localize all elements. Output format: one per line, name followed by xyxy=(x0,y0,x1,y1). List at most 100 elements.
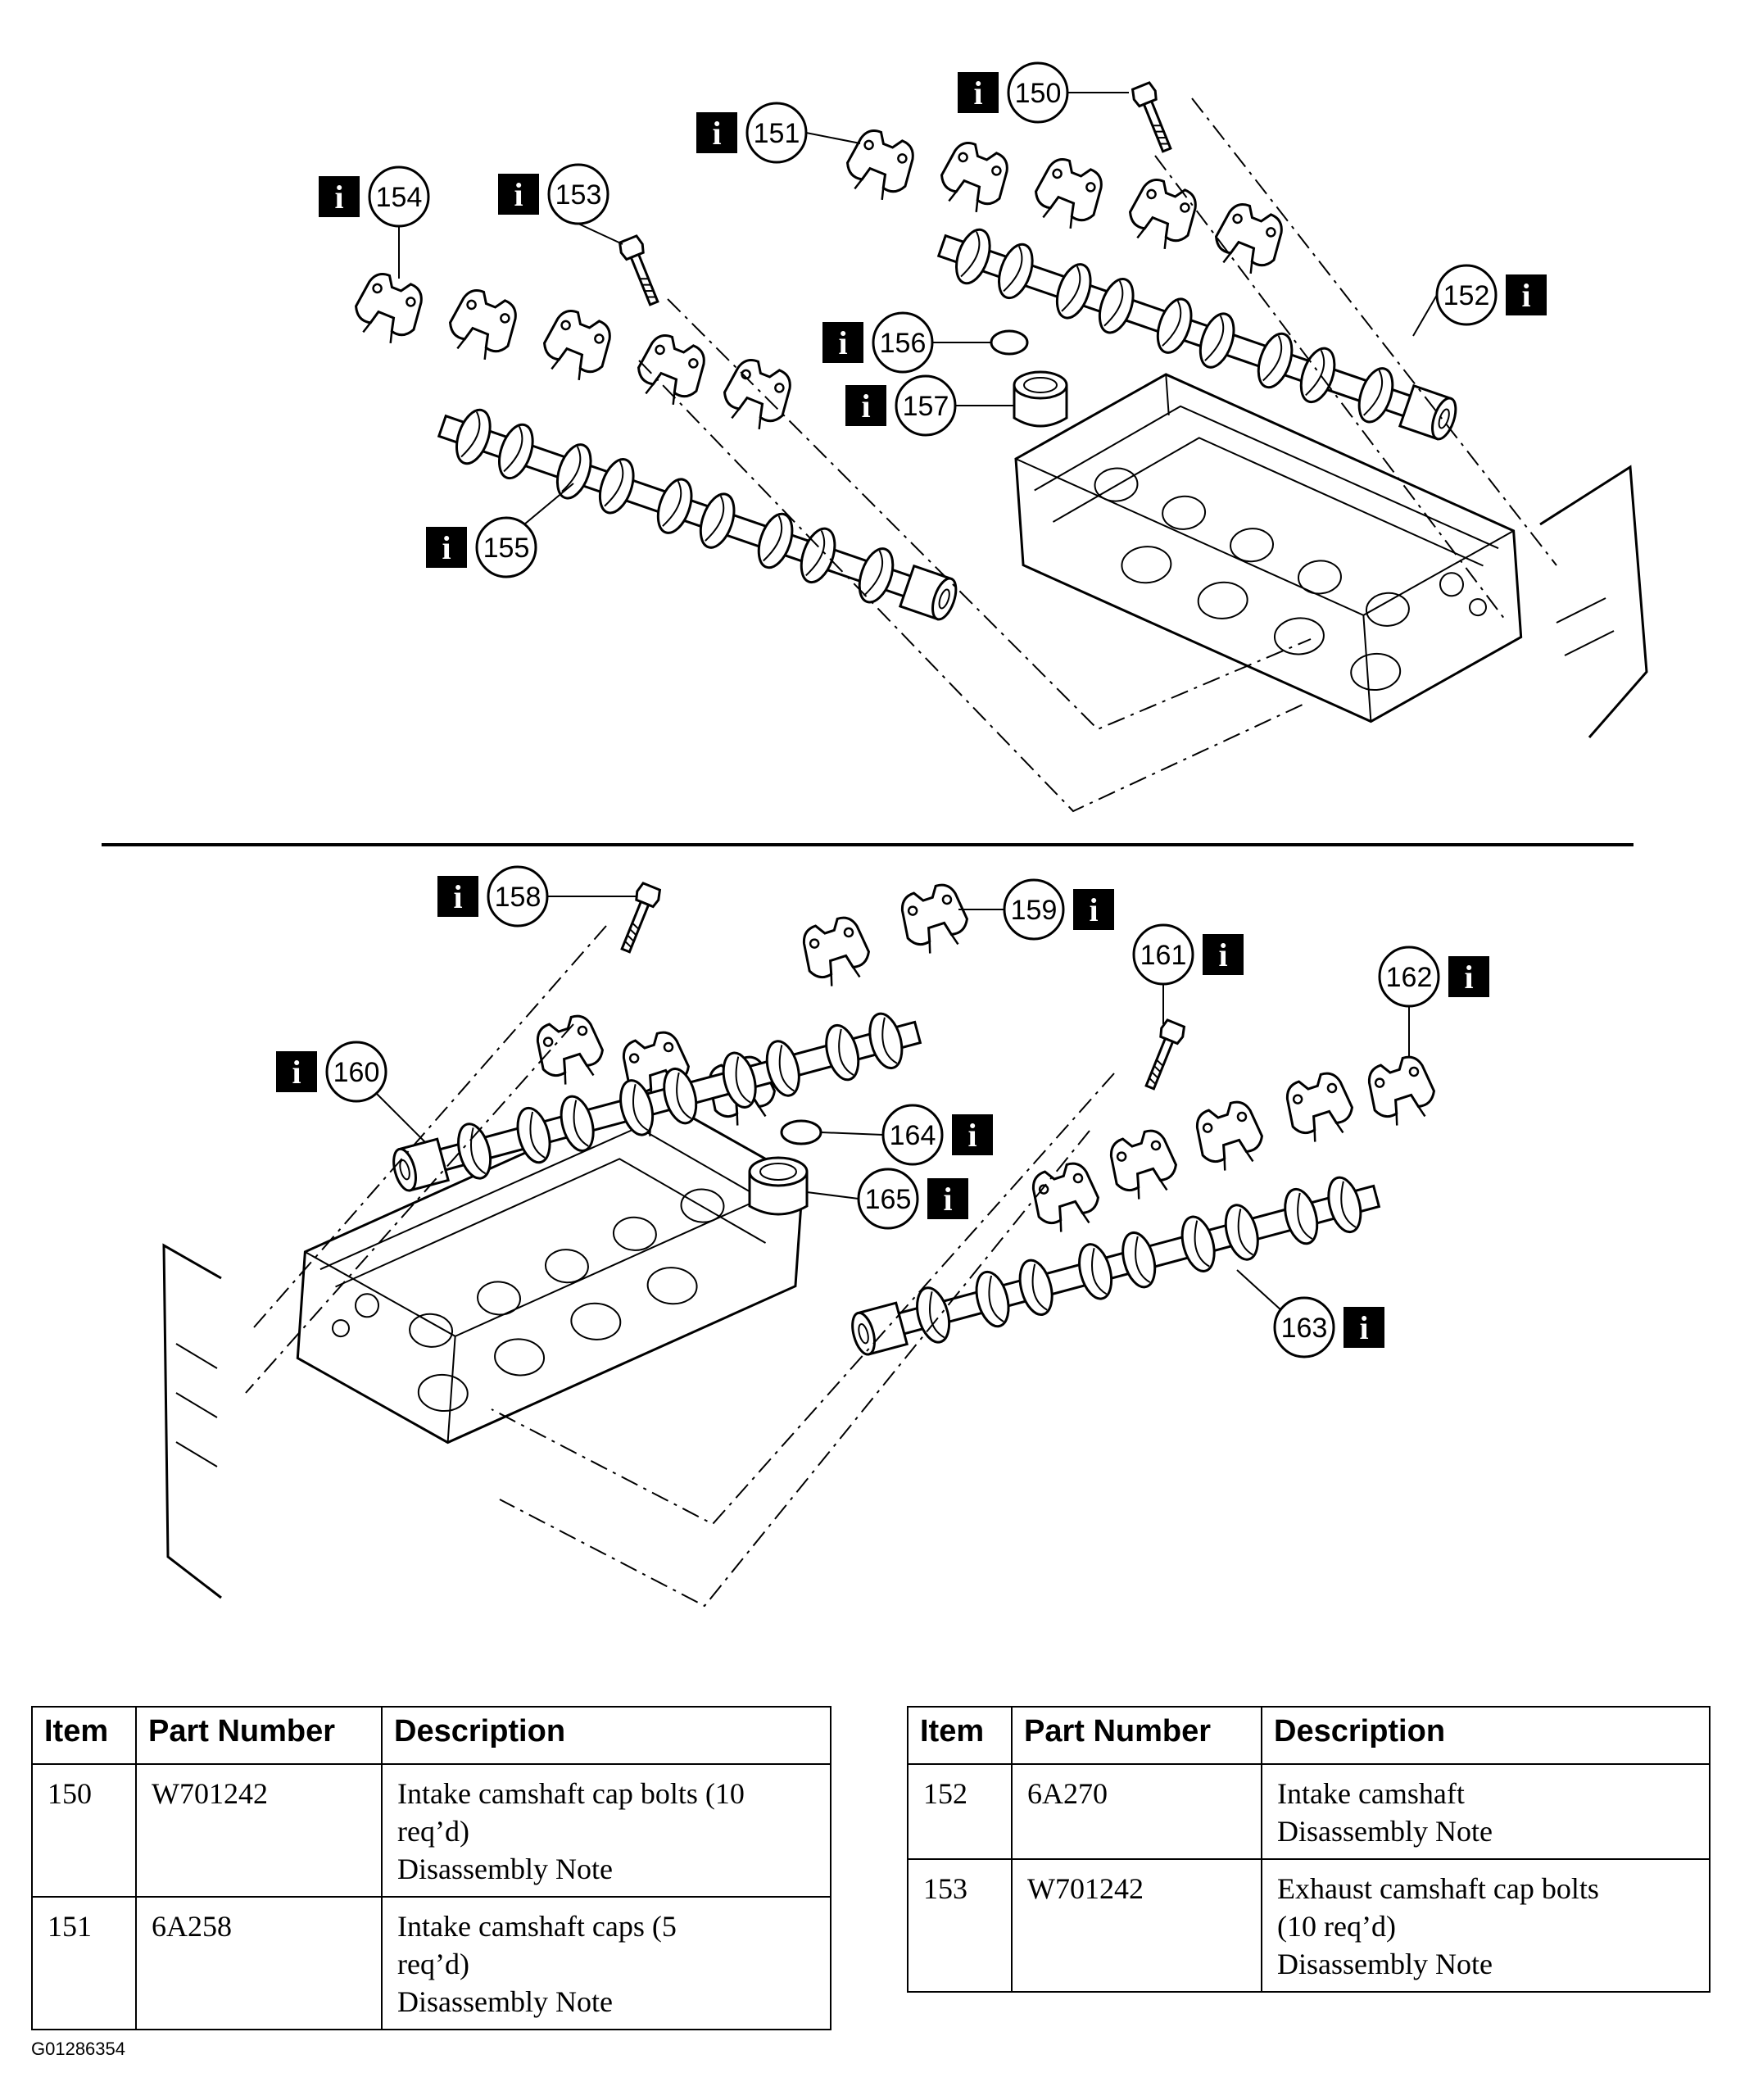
callout-circle xyxy=(1273,1296,1335,1358)
bolt-153 xyxy=(616,234,666,309)
description-line: Intake camshaft cap bolts (10 xyxy=(397,1777,745,1810)
info-icon: i xyxy=(319,176,360,217)
leader-line xyxy=(820,1132,884,1136)
svg-text:i: i xyxy=(334,179,343,215)
column-header: Item xyxy=(907,1706,1013,1765)
description-line: Disassembly Note xyxy=(397,1985,613,2018)
exploded-view-diagram: 150i151i152i153i154i155i156i157i158i159i… xyxy=(102,61,1648,1608)
alignment-lines-lower xyxy=(245,925,1115,1608)
info-icon: i xyxy=(958,72,999,113)
figure-id: G01286354 xyxy=(31,2039,125,2059)
callout-153: 153 i xyxy=(498,163,623,245)
item-cell: 152 xyxy=(907,1763,1013,1860)
column-header: Description xyxy=(1261,1706,1711,1765)
alignment-lines-upper xyxy=(638,98,1557,813)
bolt-158 xyxy=(614,881,664,956)
callout-circle xyxy=(881,1104,944,1166)
callout-number: 160 xyxy=(333,1057,380,1088)
callout-number: 158 xyxy=(495,882,541,913)
description-line: req’d) xyxy=(397,1815,469,1848)
info-icon: i xyxy=(1506,274,1547,315)
seal-and-tappet-upper xyxy=(990,329,1068,428)
callout-number: 161 xyxy=(1140,940,1187,971)
info-icon: i xyxy=(1203,934,1244,975)
callout-159: 159 i xyxy=(958,878,1114,941)
callout-circle xyxy=(857,1168,919,1230)
info-icon: i xyxy=(1344,1307,1384,1348)
description-line: Exhaust camshaft cap bolts xyxy=(1277,1872,1599,1905)
info-icon: i xyxy=(276,1051,317,1092)
description-line: Disassembly Note xyxy=(1277,1948,1493,1980)
svg-text:i: i xyxy=(838,324,847,361)
bolt-161 xyxy=(1138,1018,1188,1093)
column-header: Description xyxy=(381,1706,831,1765)
info-icon: i xyxy=(426,527,467,568)
leader-line xyxy=(1236,1269,1283,1312)
item-cell: 151 xyxy=(31,1896,137,2030)
column-header: Part Number xyxy=(1011,1706,1262,1765)
callout-162: 162 i xyxy=(1378,946,1489,1057)
info-icon: i xyxy=(498,174,539,215)
item-cell: 153 xyxy=(907,1858,1013,1993)
callout-number: 155 xyxy=(483,533,530,564)
callout-number: 162 xyxy=(1386,962,1433,993)
callout-circle xyxy=(487,865,549,928)
callout-circle xyxy=(745,102,808,164)
svg-text:i: i xyxy=(712,115,721,152)
item-cell: 150 xyxy=(31,1763,137,1898)
leader-line xyxy=(376,1093,427,1144)
callout-number: 153 xyxy=(555,179,602,211)
callout-number: 159 xyxy=(1011,895,1058,926)
lower-cylinder-head xyxy=(162,1070,809,1599)
leader-line xyxy=(523,483,574,525)
part-number-cell: W701242 xyxy=(1011,1858,1262,1993)
callout-circle xyxy=(325,1041,387,1103)
info-icon: i xyxy=(845,385,886,426)
callout-circle xyxy=(895,374,957,437)
description-cell: Exhaust camshaft cap bolts(10 req’d)Disa… xyxy=(1261,1858,1711,1993)
upper-exhaust-caps xyxy=(347,266,800,437)
svg-text:i: i xyxy=(1464,959,1473,996)
callout-circle xyxy=(475,516,537,578)
description-line: Disassembly Note xyxy=(1277,1815,1493,1848)
callout-number: 163 xyxy=(1281,1313,1328,1344)
part-number-cell: 6A258 xyxy=(135,1896,383,2030)
leader-line xyxy=(805,132,861,144)
info-icon: i xyxy=(696,112,737,153)
callout-156: 156 i xyxy=(822,311,991,374)
upper-intake-caps xyxy=(838,123,1291,281)
callout-number: 150 xyxy=(1015,78,1062,109)
leader-line xyxy=(806,1191,859,1200)
column-header: Part Number xyxy=(135,1706,383,1765)
callout-circle xyxy=(1378,946,1440,1008)
callout-160: 160 i xyxy=(276,1041,427,1144)
description-cell: Intake camshaft cap bolts (10 req’d) Disas… xyxy=(381,1763,831,1898)
description-line: req’d) xyxy=(397,1948,469,1980)
svg-text:i: i xyxy=(1359,1309,1368,1346)
svg-text:i: i xyxy=(1089,891,1098,928)
svg-text:i: i xyxy=(1521,277,1530,314)
description-line: Intake camshaft caps (5 xyxy=(397,1910,677,1943)
callout-155: 155 i xyxy=(426,483,574,578)
callout-circle xyxy=(1132,923,1194,986)
info-icon: i xyxy=(1073,889,1114,930)
info-icon: i xyxy=(952,1114,993,1155)
callout-circle xyxy=(547,163,609,225)
description-line: Disassembly Note xyxy=(397,1853,613,1885)
seal-and-tappet-lower xyxy=(748,1119,822,1216)
callout-number: 156 xyxy=(880,328,927,359)
